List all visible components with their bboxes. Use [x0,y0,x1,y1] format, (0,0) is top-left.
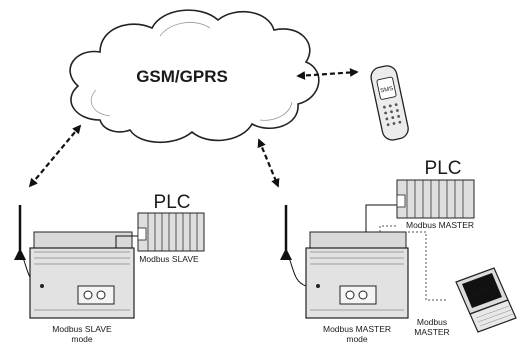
laptop-link [408,231,446,301]
phone-screen-text: SMS [380,86,394,95]
right-modem-caption-line2: mode [346,334,368,344]
cloud-right-modem-arrow [257,138,280,188]
laptop-caption-line1: Modbus [417,317,447,327]
left-antenna-icon [14,205,26,260]
left-modem-caption-line1: Modbus SLAVE [52,324,112,334]
right-antenna-icon [280,205,292,260]
laptop-caption-line2: MASTER [414,327,449,337]
left-plc-module [137,212,205,252]
scada-laptop-icon: SCADA [455,267,517,333]
right-gsm-modem [305,231,409,319]
cloud-label: GSM/GPRS [136,67,228,86]
cloud-left-modem-arrow [28,124,82,188]
left-gsm-modem [29,231,135,319]
wireless-links [28,68,359,188]
right-modem-caption-line1: Modbus MASTER [323,324,391,334]
right-serial-cable-2 [379,225,398,232]
right-plc-caption: Modbus MASTER [406,220,474,230]
right-antenna-cable [287,254,307,287]
right-plc-module [396,179,475,219]
left-plc-heading: PLC [154,192,191,213]
gsm-gprs-cloud: GSM/GPRS [69,9,320,143]
right-plc-heading: PLC [425,158,462,179]
left-plc-caption: Modbus SLAVE [139,254,199,264]
mobile-phone: SMS [370,65,409,141]
cloud-phone-arrow [296,68,359,80]
left-modem-caption-line2: mode [71,334,93,344]
left-serial-cable [115,235,138,248]
right-serial-cable [365,204,397,232]
